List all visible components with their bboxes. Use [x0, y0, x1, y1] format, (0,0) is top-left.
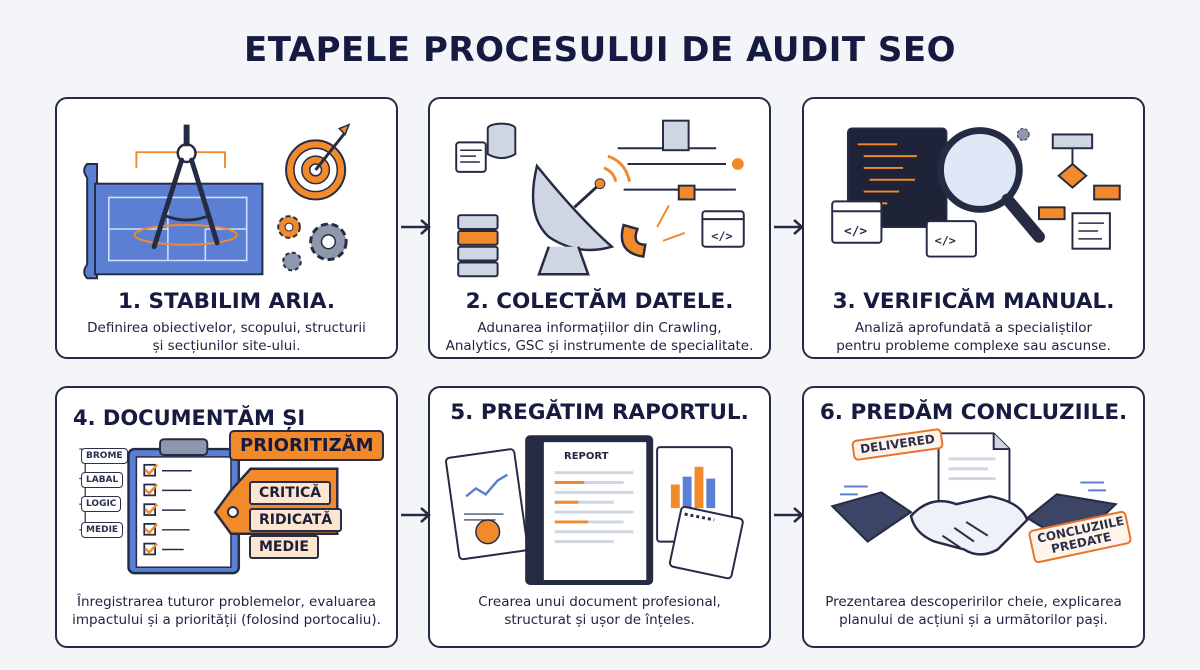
chart-sheet-icon — [445, 448, 529, 561]
svg-text:</>: </> — [844, 224, 867, 239]
step-4-label: LOGIC — [81, 496, 122, 512]
code-window-icon: </> — [701, 210, 745, 248]
step-card-1: 1. STABILIM ARIA. Definirea obiectivelor… — [55, 97, 398, 359]
step-card-6: 6. PREDĂM CONCLUZIILE. DELIVERED CONCLUZ… — [802, 386, 1145, 648]
step-4-label: BROME — [81, 448, 128, 464]
step-6-heading: 6. PREDĂM CONCLUZIILE. — [819, 400, 1128, 425]
arrow-right-icon — [774, 219, 804, 235]
data-streams-icon — [617, 119, 744, 201]
step-4-label: LABAL — [81, 472, 124, 488]
step-4-heading: 4. DOCUMENTĂM ȘI — [73, 406, 306, 430]
step-1-illustration — [83, 123, 351, 280]
target-icon — [285, 123, 351, 201]
priority-tag-medie: MEDIE — [249, 535, 319, 559]
step-2-heading: 2. COLECTĂM DATELE. — [465, 289, 734, 314]
step-4-label: MEDIE — [81, 522, 124, 538]
step-3-illustration: </> </> — [831, 127, 1121, 258]
flowchart-icon — [1038, 133, 1121, 250]
priority-tag-ridicata: RIDICATĂ — [249, 508, 343, 532]
arrow-right-icon — [774, 507, 804, 523]
step-4-priority-badge: PRIORITIZĂM — [229, 430, 385, 461]
gears-icon — [277, 215, 348, 272]
step-5-description: Crearea unui document profesional, struc… — [478, 594, 721, 628]
step-2-description: Adunarea informațiilor din Crawling, Ana… — [445, 320, 754, 354]
step-2-illustration: </> — [455, 119, 745, 278]
step-1-heading: 1. STABILIM ARIA. — [117, 289, 336, 314]
magnet-icon — [620, 204, 686, 258]
handshake-icon — [830, 481, 1118, 556]
satellite-dish-icon — [531, 154, 631, 276]
step-card-4: 4. DOCUMENTĂM ȘI PRIORITIZĂM BROME LABAL… — [55, 386, 398, 648]
notepad-icon — [668, 505, 744, 580]
compass-icon — [151, 124, 220, 250]
server-icon — [457, 214, 499, 278]
step-3-description: Analiză aprofundată a specialiștilor pen… — [836, 320, 1111, 354]
step-6-description: Prezentarea descoperirilor cheie, explic… — [825, 594, 1122, 628]
step-card-5: REPORT 5. PREGĂTIM RAPORTUL. Crearea unu… — [428, 386, 771, 648]
svg-text:</>: </> — [711, 229, 732, 243]
magnifier-icon — [937, 127, 1045, 243]
step-card-2: </> 2. COLECTĂM DATELE. Adunarea informa… — [428, 97, 771, 359]
priority-tag-critica: CRITICĂ — [249, 481, 332, 505]
arrow-right-icon — [401, 507, 431, 523]
blueprint-icon — [83, 163, 264, 280]
step-1-description: Definirea obiectivelor, scopului, struct… — [87, 320, 366, 354]
svg-text:</>: </> — [935, 234, 956, 248]
step-5-heading: 5. PREGĂTIM RAPORTUL. — [450, 400, 749, 425]
step-4-description: Înregistrarea tuturor problemelor, evalu… — [72, 594, 381, 628]
step-6-illustration — [830, 432, 1118, 556]
code-window-icon: </> </> — [831, 200, 977, 258]
page-title: ETAPELE PROCESULUI DE AUDIT SEO — [244, 30, 956, 70]
step-3-heading: 3. VERIFICĂM MANUAL. — [832, 289, 1115, 314]
step-card-3: </> </> 3. VERIFICĂM MANUAL. Analiză apr… — [802, 97, 1145, 359]
arrow-right-icon — [401, 219, 431, 235]
step-5-illustration — [445, 435, 744, 585]
report-binder-icon — [525, 435, 654, 585]
report-label: REPORT — [564, 451, 609, 462]
database-icon — [455, 122, 517, 173]
